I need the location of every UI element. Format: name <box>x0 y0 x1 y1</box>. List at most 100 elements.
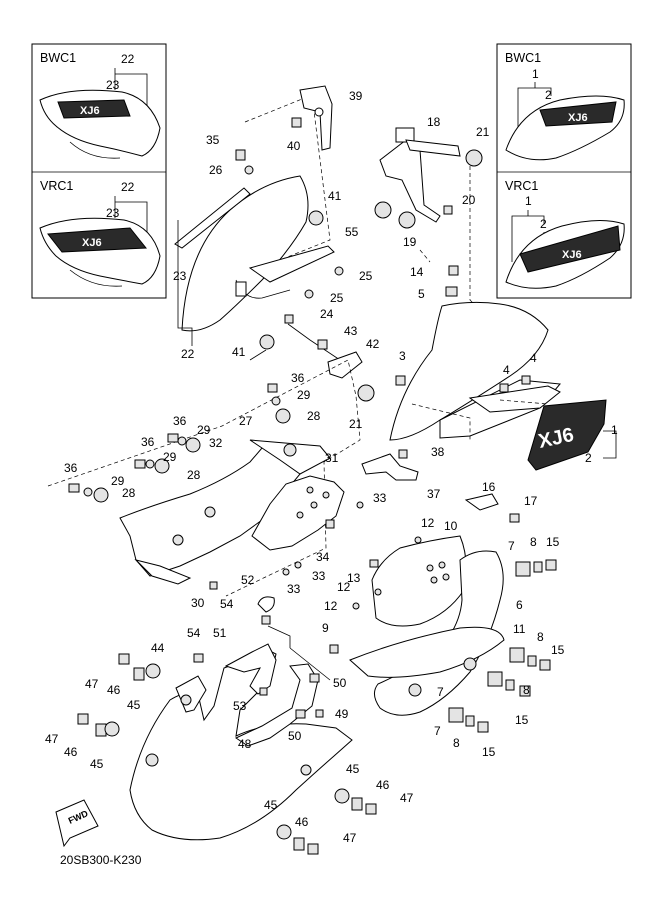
callout-8: 8 <box>453 736 460 750</box>
callout-46: 46 <box>295 815 309 829</box>
callout-25: 25 <box>359 269 373 283</box>
screw-4a <box>499 383 509 393</box>
collar-5 <box>445 286 458 297</box>
side-cover-left <box>181 175 309 332</box>
middle-right-group <box>329 449 557 733</box>
callout-46: 46 <box>376 778 390 792</box>
inset-right-bottom-decal <box>519 225 621 273</box>
callout-31: 31 <box>325 451 339 465</box>
stay-42 <box>327 351 363 379</box>
callout-48: 48 <box>238 737 252 751</box>
callout-15: 15 <box>515 713 529 727</box>
callout-8: 8 <box>530 535 537 549</box>
callout-16: 16 <box>482 480 496 494</box>
screw-34 <box>325 519 335 529</box>
ring-52 <box>257 596 275 613</box>
callout-30: 30 <box>191 596 205 610</box>
callout-7: 7 <box>437 685 444 699</box>
side-cover-right-group: XJ6 <box>357 301 617 471</box>
inset-left-top-title: BWC1 <box>40 51 76 65</box>
bolt-38 <box>398 449 408 459</box>
inset-right-top-num-2: 2 <box>545 88 552 102</box>
callout-47: 47 <box>400 791 414 805</box>
grommet-set-b <box>77 713 120 737</box>
upper-left-cover-group <box>174 85 344 361</box>
bolt-54a <box>261 615 271 625</box>
inset-right-top-decal <box>539 101 617 127</box>
grommet-21 <box>465 149 483 167</box>
screw-13 <box>369 559 379 568</box>
callout-54: 54 <box>187 626 201 640</box>
callout-25: 25 <box>330 291 344 305</box>
grommet-41b <box>259 334 275 350</box>
callout-45: 45 <box>346 762 360 776</box>
bolt-set-b <box>167 433 201 453</box>
callout-29: 29 <box>297 388 311 402</box>
callout-2: 2 <box>585 451 592 465</box>
callout-28: 28 <box>307 409 321 423</box>
callout-18: 18 <box>427 115 441 129</box>
callout-36: 36 <box>291 371 305 385</box>
grommet-set-c <box>334 788 377 815</box>
inset-left-bottom-num-23: 23 <box>106 206 120 220</box>
washer-12c <box>352 602 360 610</box>
callout-33: 33 <box>287 582 301 596</box>
screw-4b <box>521 375 531 385</box>
callout-44: 44 <box>151 641 165 655</box>
bracket-18-arm <box>405 139 461 157</box>
inset-left-bottom-emblem: XJ6 <box>82 237 102 249</box>
washer-33b <box>294 561 302 569</box>
callout-6: 6 <box>516 598 523 612</box>
callout-8: 8 <box>523 683 530 697</box>
bolt-43 <box>317 339 328 350</box>
callout-35: 35 <box>206 133 220 147</box>
bolt-set-a <box>267 383 291 424</box>
stay-48 <box>234 663 319 747</box>
bolt-35 <box>235 149 246 161</box>
side-cover-right <box>389 301 549 441</box>
callout-23: 23 <box>173 269 187 283</box>
inner-panel-27-top <box>249 439 331 475</box>
screw-24 <box>284 314 294 324</box>
side-cover-left-trim <box>174 187 251 249</box>
callout-47: 47 <box>343 831 357 845</box>
grommet-21b <box>357 384 375 402</box>
inner-panel-27-foot <box>134 559 192 585</box>
callout-33: 33 <box>373 491 387 505</box>
inset-left-top-num-23: 23 <box>106 78 120 92</box>
inset-left-bottom-num-22: 22 <box>121 180 135 194</box>
callout-49: 49 <box>335 707 349 721</box>
fwd-arrow-icon: FWD <box>55 799 99 848</box>
callout-40: 40 <box>287 139 301 153</box>
footer-code: 20SB300-K230 <box>60 853 142 867</box>
damper-55 <box>374 201 392 219</box>
inset-left-top-emblem: XJ6 <box>80 105 100 117</box>
callout-41: 41 <box>328 189 342 203</box>
callout-28: 28 <box>122 486 136 500</box>
callout-15: 15 <box>551 643 565 657</box>
inset-left-bottom-title: VRC1 <box>40 179 73 193</box>
callout-47: 47 <box>45 732 59 746</box>
under-cover-9-stay <box>349 626 505 678</box>
nut-26 <box>244 165 254 175</box>
callout-45: 45 <box>127 698 141 712</box>
inset-right-bottom-emblem: XJ6 <box>562 249 582 261</box>
inset-right-top-num-1: 1 <box>532 67 539 81</box>
grommet-set-a <box>118 653 161 681</box>
callout-32: 32 <box>209 436 223 450</box>
callout-19: 19 <box>403 235 417 249</box>
bolt-14 <box>448 265 459 276</box>
clip-53 <box>259 687 268 696</box>
callout-15: 15 <box>546 535 560 549</box>
callout-33: 33 <box>312 569 326 583</box>
callout-42: 42 <box>366 337 380 351</box>
stay-16 <box>464 493 499 511</box>
callout-29: 29 <box>197 423 211 437</box>
mount-set-b <box>509 647 551 671</box>
washer-33c <box>282 568 290 576</box>
inset-left: BWC1 22 23 XJ6 VRC1 22 23 XJ6 <box>31 43 167 299</box>
upper-right-bracket-group <box>317 127 491 379</box>
callout-14: 14 <box>410 265 424 279</box>
callout-29: 29 <box>163 450 177 464</box>
